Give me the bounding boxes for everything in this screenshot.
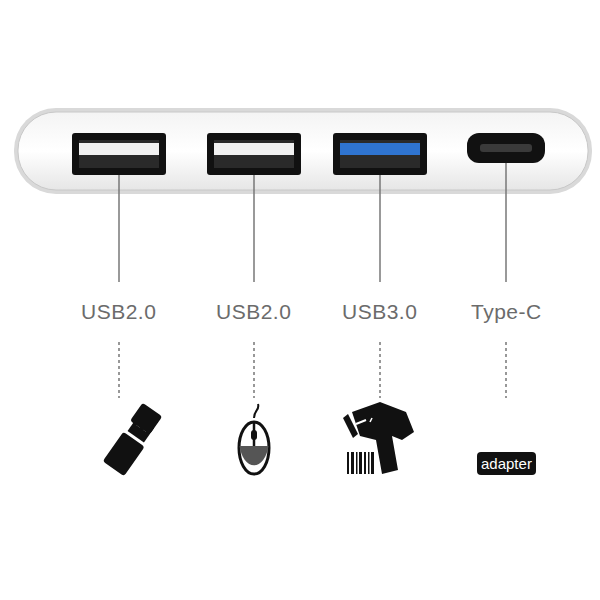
adapter-icon: adapter <box>477 452 536 475</box>
leader-lines <box>119 163 506 282</box>
usb2-port <box>72 133 166 175</box>
port-label: USB2.0 <box>79 300 158 324</box>
dashed-lines <box>119 342 506 398</box>
flash-drive-cap <box>130 403 162 435</box>
hub-face <box>18 112 588 190</box>
type-c-port <box>467 133 545 163</box>
mouse-icon <box>239 404 269 474</box>
icon-text: adapter <box>481 455 532 472</box>
usb3-port <box>333 133 427 175</box>
usb2-port <box>207 133 301 175</box>
port-label: USB3.0 <box>340 300 419 324</box>
port-label: Type-C <box>469 300 544 324</box>
scanner-icon <box>343 402 414 474</box>
port-label: USB2.0 <box>214 300 293 324</box>
